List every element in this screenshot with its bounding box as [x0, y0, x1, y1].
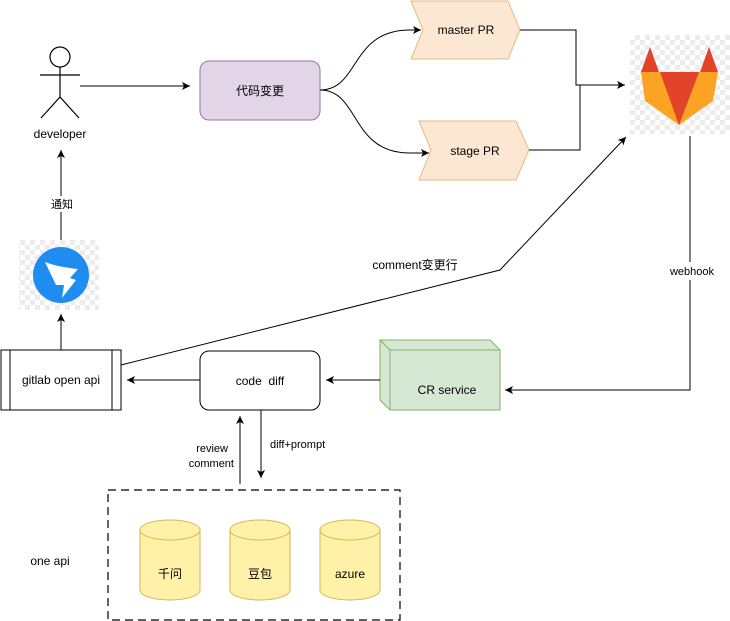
edge-code-change-to-stage-pr [319, 89, 429, 157]
master-pr-label: master PR [438, 23, 495, 37]
code-change-label: 代码变更 [236, 83, 284, 98]
edge-code-change-to-master-pr [319, 26, 421, 91]
developer-label: developer [34, 127, 87, 141]
llm-qianwen-label: 千问 [158, 567, 182, 581]
edge-gitlab-open-api-to-gitlab [120, 136, 627, 366]
stage-pr-label: stage PR [450, 144, 500, 158]
cr-service-cube[interactable] [379, 339, 501, 411]
stage-pr-step[interactable] [418, 120, 530, 181]
one-api-label: one api [30, 554, 69, 568]
webhook-label: webhook [669, 266, 715, 278]
edge-gitlab-to-cr-service [505, 136, 691, 394]
review-comment-label-line1: review [196, 443, 228, 455]
stick-figure-icon [40, 46, 80, 119]
comment-change-label: comment变更行 [372, 257, 457, 272]
notify-label: 通知 [51, 197, 73, 211]
dingtalk-icon[interactable] [19, 240, 99, 310]
llm-doubao-database[interactable] [229, 519, 291, 601]
llm-azure-database[interactable] [319, 519, 381, 601]
review-comment-label-line2: comment [189, 458, 234, 470]
llm-azure-label: azure [335, 567, 365, 581]
one-api-container [107, 489, 401, 621]
llm-qianwen-database[interactable] [139, 519, 201, 601]
edge-stage-pr-to-gitlab [529, 85, 581, 151]
gitlab-fox-icon[interactable] [630, 35, 730, 134]
cr-service-label: CR service [418, 383, 477, 397]
gitlab-open-api-label: gitlab open api [22, 373, 100, 387]
diff-prompt-label: diff+prompt [270, 439, 325, 451]
llm-doubao-label: 豆包 [248, 567, 272, 581]
code-diff-label: code diff [236, 374, 285, 388]
edge-master-pr-to-gitlab [520, 29, 625, 89]
master-pr-step[interactable] [410, 0, 521, 60]
